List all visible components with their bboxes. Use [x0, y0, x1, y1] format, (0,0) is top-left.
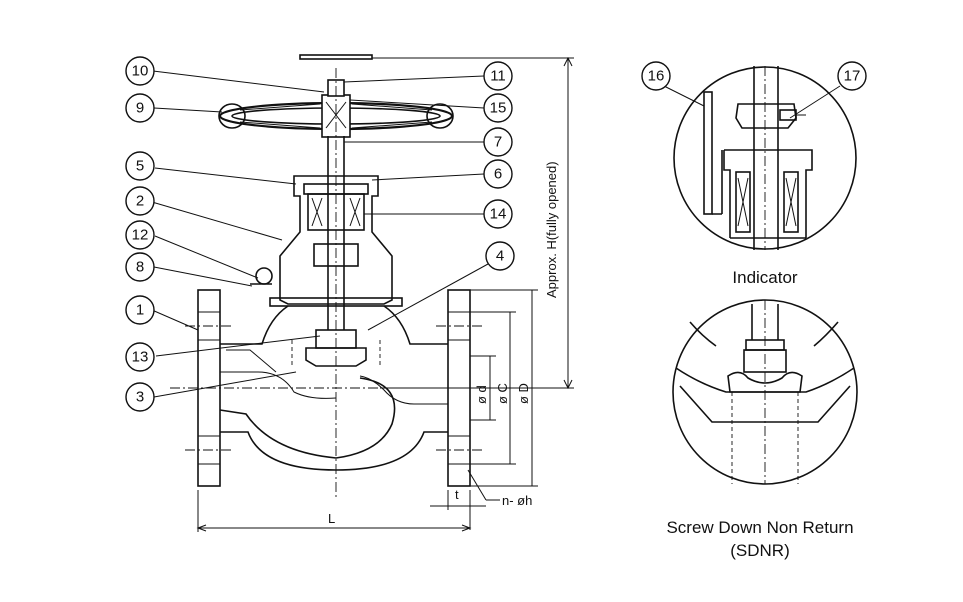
svg-text:13: 13 [132, 349, 149, 366]
callout-11: 11 [483, 61, 513, 91]
callout-16: 16 [641, 61, 671, 91]
callout-7: 7 [483, 127, 513, 157]
svg-text:9: 9 [136, 100, 144, 117]
callout-17: 17 [837, 61, 867, 91]
callout-1: 1 [125, 295, 155, 325]
callout-6: 6 [483, 159, 513, 189]
t-label: t [455, 487, 459, 502]
svg-text:12: 12 [132, 227, 149, 244]
dimension-lines [196, 56, 574, 532]
length-label: L [328, 511, 335, 526]
svg-text:6: 6 [494, 166, 502, 183]
svg-text:7: 7 [494, 134, 502, 151]
callout-4: 4 [485, 241, 515, 271]
leader-lines [151, 70, 841, 398]
sdnr-detail [672, 299, 858, 485]
callout-9: 9 [125, 93, 155, 123]
callout-15: 15 [483, 93, 513, 123]
callout-8: 8 [125, 252, 155, 282]
svg-text:5: 5 [136, 158, 144, 175]
bonnet [250, 175, 403, 307]
svg-text:14: 14 [490, 206, 507, 223]
callout-bubbles: 10 9 5 2 12 8 1 13 3 11 15 7 6 14 4 16 1… [125, 56, 867, 412]
svg-text:4: 4 [496, 248, 504, 265]
svg-text:15: 15 [490, 100, 507, 117]
D-label: ø D [516, 383, 531, 404]
holes-label: n- øh [502, 493, 532, 508]
callout-3: 3 [125, 382, 155, 412]
d-label: ø d [474, 385, 489, 404]
svg-text:16: 16 [648, 68, 665, 85]
indicator-caption: Indicator [732, 268, 798, 287]
indicator-detail [673, 66, 857, 250]
svg-text:2: 2 [136, 193, 144, 210]
height-label: Approx. H(fully opened) [544, 161, 559, 298]
callout-13: 13 [125, 342, 155, 372]
svg-text:8: 8 [136, 259, 144, 276]
callout-14: 14 [483, 199, 513, 229]
svg-text:10: 10 [132, 63, 149, 80]
dimension-labels: Approx. H(fully opened) ø d ø C ø D t n-… [328, 161, 559, 526]
callout-5: 5 [125, 151, 155, 181]
sdnr-caption-line1: Screw Down Non Return [666, 518, 853, 537]
svg-text:3: 3 [136, 389, 144, 406]
callout-10: 10 [125, 56, 155, 86]
svg-text:11: 11 [490, 68, 506, 85]
callout-12: 12 [125, 220, 155, 250]
valve-section-view [170, 54, 490, 500]
svg-text:17: 17 [844, 68, 861, 85]
svg-text:1: 1 [136, 302, 144, 319]
captions: Indicator Screw Down Non Return (SDNR) [666, 268, 853, 560]
callout-2: 2 [125, 186, 155, 216]
sdnr-caption-line2: (SDNR) [730, 541, 790, 560]
c-label: ø C [495, 383, 510, 404]
